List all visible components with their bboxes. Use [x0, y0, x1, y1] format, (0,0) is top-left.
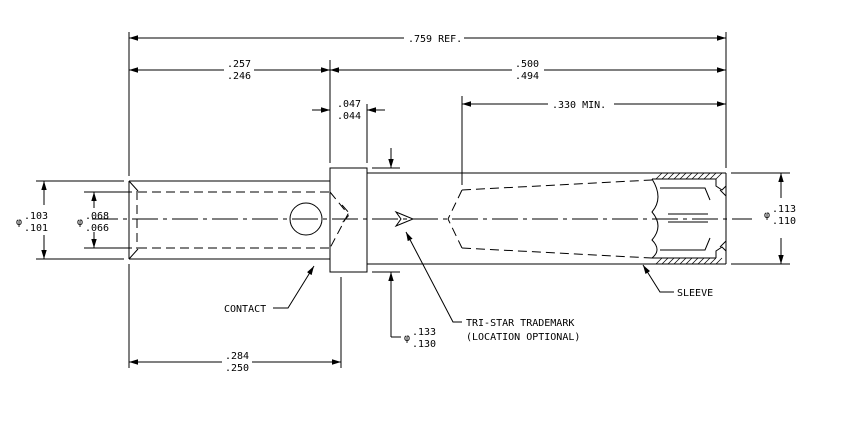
- tri-star-trademark-icon: [394, 210, 415, 228]
- sleeve-bottom-hook: [715, 246, 727, 258]
- sleeve-hatch-top: [655, 172, 723, 180]
- dim-collar-dia-max: .133: [412, 327, 436, 338]
- diameter-symbol-bore: φ: [77, 217, 83, 228]
- diameter-symbol-right: φ: [764, 210, 770, 221]
- sleeve-crimp-center: [668, 213, 708, 223]
- dim-left-dia-max: .103: [24, 211, 48, 222]
- contact-leader: [273, 265, 315, 309]
- sleeve-section: [651, 172, 727, 265]
- dim-collar-dia-min: .130: [412, 339, 436, 350]
- sleeve-top-hook-lip: [719, 189, 727, 197]
- dim-overall-text: .759 REF.: [408, 34, 462, 45]
- dim-sleeve-min-text: .330 MIN.: [552, 100, 606, 111]
- dim-contact-length-max: .284: [225, 351, 249, 362]
- part-body: [92, 167, 752, 273]
- sleeve-crimp-inner: [660, 187, 711, 251]
- diameter-symbol-collar: φ: [404, 333, 410, 344]
- inspection-hole: [289, 202, 323, 236]
- right-bore-bottom-hidden: [461, 247, 653, 259]
- dim-bore-dia-min: .066: [85, 223, 109, 234]
- dim-left-length-min: .246: [227, 71, 251, 82]
- dim-right-dia-min: .110: [772, 216, 796, 227]
- right-bore-top-hidden: [461, 179, 653, 191]
- sleeve-hatch-bottom: [655, 257, 723, 265]
- label-contact: CONTACT: [224, 304, 266, 315]
- dim-collar-width-max: .047: [337, 99, 361, 110]
- dim-bore-dia-max: .068: [85, 211, 109, 222]
- sleeve-leader: [642, 264, 674, 293]
- label-trademark-line1: TRI-STAR TRADEMARK: [466, 318, 574, 329]
- dim-contact-length-min: .250: [225, 363, 249, 374]
- trademark-leader: [405, 231, 462, 323]
- callouts: CONTACT SLEEVE TRI-STAR TRADEMARK (LOCAT…: [224, 231, 713, 343]
- diameter-symbol-left: φ: [16, 217, 22, 228]
- collar: [329, 167, 368, 273]
- sleeve-bottom-hook-lip: [719, 240, 727, 248]
- drill-point-hidden: [329, 191, 349, 249]
- dim-left-dia-min: .101: [24, 223, 48, 234]
- left-chamfer-bottom: [128, 248, 139, 260]
- dim-left-length-max: .257: [227, 59, 251, 70]
- dim-right-length-max: .500: [515, 59, 539, 70]
- dim-right-dia-max: .113: [772, 204, 796, 215]
- dim-right-length-min: .494: [515, 71, 539, 82]
- dimensions: .759 REF. .257 .246 .500 .494 .047 .044 …: [16, 32, 796, 374]
- sleeve-top-hook: [715, 179, 727, 191]
- sleeve-crimp-left: [651, 178, 659, 259]
- label-sleeve: SLEEVE: [677, 288, 713, 299]
- drill-point-inner-hidden: [341, 204, 351, 224]
- right-bore-entry-hidden: [447, 189, 463, 249]
- dim-collar-width-min: .044: [337, 111, 361, 122]
- label-trademark-line2: (LOCATION OPTIONAL): [466, 332, 580, 343]
- left-chamfer-top: [128, 180, 139, 192]
